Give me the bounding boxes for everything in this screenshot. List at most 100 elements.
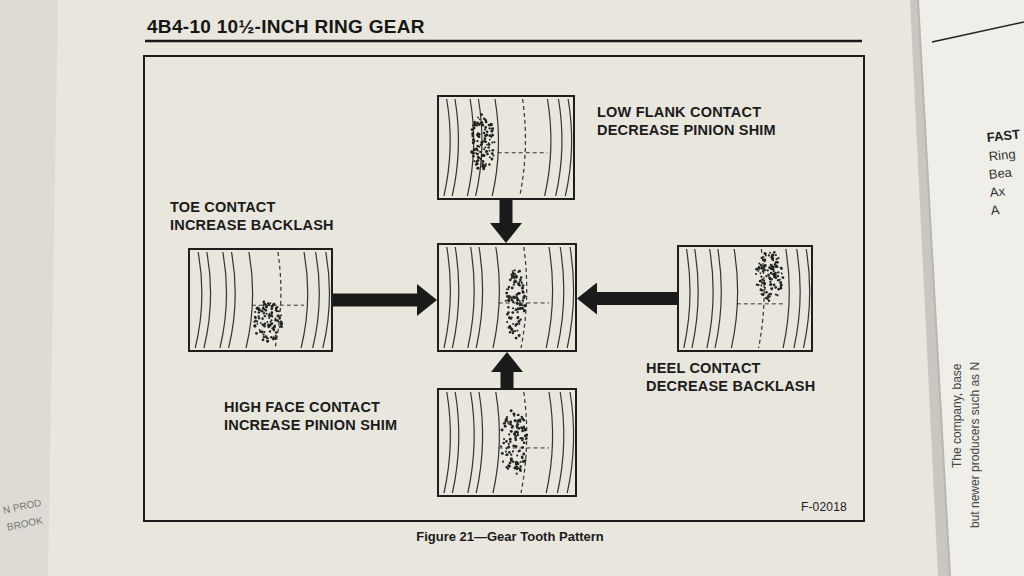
contact-stipple: [512, 295, 514, 297]
contact-stipple: [777, 275, 779, 277]
gear-teeth: [444, 392, 574, 493]
background-text: FAST: [986, 127, 1021, 145]
contact-stipple: [474, 123, 476, 125]
contact-stipple: [506, 288, 508, 290]
background-text: BROOK: [6, 514, 44, 532]
pitch-line: [520, 99, 526, 196]
contact-stipple: [261, 310, 263, 312]
contact-stipple: [258, 315, 260, 317]
page-title: 4B4-10 10½-INCH RING GEAR: [147, 16, 425, 38]
centre-line: [252, 305, 304, 306]
centre-line: [737, 303, 786, 304]
contact-stipple: [254, 316, 256, 318]
contact-stipple: [518, 334, 521, 337]
contact-stipple: [512, 301, 514, 303]
tooth-edge: [204, 252, 211, 348]
contact-stipple: [519, 318, 521, 320]
contact-stipple: [502, 461, 504, 463]
contact-stipple: [517, 308, 519, 310]
contact-stipple: [268, 304, 271, 307]
right-paper: [918, 0, 1024, 576]
contact-stipple: [511, 311, 514, 314]
contact-stipple: [515, 465, 517, 467]
contact-stipple: [254, 316, 256, 318]
contact-stipple: [522, 453, 525, 456]
contact-stipple: [523, 441, 525, 443]
correction-label: LOW FLANK CONTACT DECREASE PINION SHIM: [597, 103, 807, 139]
contact-stipple: [768, 254, 770, 256]
tooth-edge: [707, 249, 713, 348]
correction-label: TOE CONTACT INCREASE BACKLASH: [170, 198, 355, 234]
pitch-line: [275, 252, 281, 348]
background-text: N PROD: [2, 497, 42, 516]
contact-stipple: [259, 329, 261, 331]
contact-stipple: [517, 316, 520, 319]
contact-stipple: [780, 284, 783, 287]
manual-page: [48, 0, 938, 576]
contact-stipple: [509, 331, 512, 334]
contact-stipple: [775, 261, 777, 263]
contact-stipple: [269, 330, 271, 332]
contact-stipple: [514, 435, 516, 437]
contact-stipple: [258, 309, 260, 311]
contact-stipple: [256, 320, 258, 322]
contact-stipple: [280, 323, 283, 326]
contact-stipple: [515, 276, 518, 279]
contact-stipple: [272, 304, 275, 307]
contact-stipple: [264, 331, 266, 333]
contact-stipple: [513, 415, 515, 417]
contact-stipple: [485, 150, 488, 153]
contact-stipple: [519, 468, 522, 471]
contact-stipple: [489, 139, 491, 141]
contact-stipple: [269, 313, 271, 315]
tooth-edge: [546, 247, 552, 348]
contact-stipple: [516, 423, 519, 426]
contact-stipple: [484, 126, 487, 129]
contact-stipple: [485, 164, 487, 166]
contact-stipple: [502, 442, 505, 445]
contact-stipple: [514, 330, 516, 332]
tooth-edge: [313, 252, 320, 348]
centre-line: [499, 302, 549, 303]
contact-stipple: [510, 430, 512, 432]
contact-stipple: [271, 305, 274, 308]
contact-stipple: [516, 468, 519, 471]
contact-stipple: [515, 323, 518, 326]
contact-stipple: [521, 446, 524, 449]
contact-stipple: [487, 146, 489, 148]
contact-stipple: [472, 132, 474, 134]
contact-stipple: [510, 458, 513, 461]
contact-stipple: [755, 273, 757, 275]
contact-stipple: [264, 315, 266, 317]
contact-stipple: [511, 425, 513, 427]
pitch-line: [759, 249, 765, 348]
contact-stipple: [253, 325, 256, 328]
contact-stipple: [488, 127, 490, 129]
contact-stipple: [763, 266, 765, 268]
contact-stipple: [757, 270, 759, 272]
contact-stipple: [491, 127, 494, 130]
contact-stipple: [266, 340, 269, 343]
contact-stipple: [511, 287, 514, 290]
contact-stipple: [472, 142, 475, 145]
contact-stipple: [483, 118, 486, 121]
contact-stipple: [512, 450, 514, 452]
contact-stipple: [264, 315, 266, 317]
contact-stipple: [483, 148, 485, 150]
contact-stipple: [263, 334, 265, 336]
contact-stipple: [506, 321, 508, 323]
contact-stipple: [270, 319, 272, 321]
contact-stipple: [764, 252, 767, 255]
contact-stipple: [519, 307, 522, 310]
contact-stipple: [763, 256, 765, 258]
contact-stipple: [773, 284, 776, 287]
contact-stipple: [525, 438, 527, 440]
contact-stipple: [272, 338, 274, 340]
contact-stipple: [470, 150, 472, 152]
contact-stipple: [775, 286, 777, 288]
contact-stipple: [524, 459, 527, 462]
contact-stipple: [510, 430, 513, 433]
contact-stipple: [504, 425, 507, 428]
